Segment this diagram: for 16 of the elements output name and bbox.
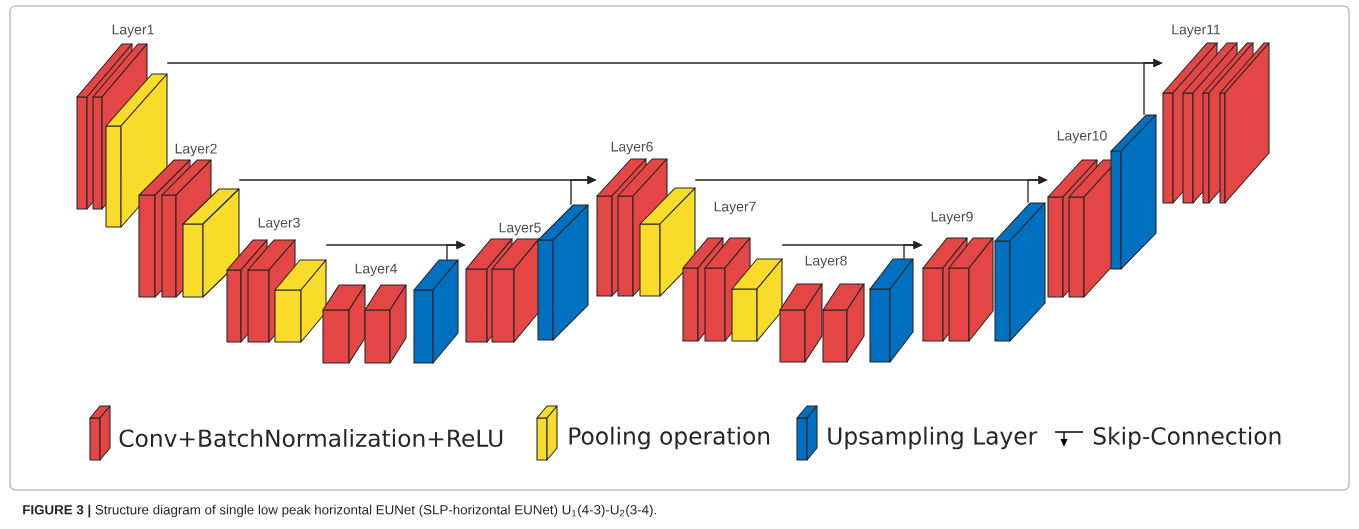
layer-label: Layer8 bbox=[805, 255, 847, 269]
layer-label: Layer4 bbox=[355, 263, 397, 277]
layer-label: Layer5 bbox=[499, 222, 541, 236]
legend-label: Conv+BatchNormalization+ReLU bbox=[119, 428, 503, 448]
legend-label: Upsampling Layer bbox=[828, 426, 1038, 450]
layer-label: Layer9 bbox=[931, 211, 973, 225]
layer-label: Layer6 bbox=[611, 141, 653, 155]
layer-label: Layer2 bbox=[175, 143, 217, 157]
layer-label: Layer10 bbox=[1057, 130, 1107, 144]
legend-label: Skip-Connection bbox=[1093, 426, 1281, 450]
legend-label: Pooling operation bbox=[569, 426, 770, 450]
layer-label: Layer1 bbox=[112, 24, 154, 38]
layer-label: Layer11 bbox=[1172, 24, 1221, 38]
figure-caption: FIGURE 3 | Structure diagram of single low peak horizontal EUNet (SLP-horizontal EUNet) U$_{1}$(4-3)-U$_{2}$(3-4). bbox=[23, 504, 656, 518]
layer-label: Layer7 bbox=[714, 201, 756, 215]
layer-label: Layer3 bbox=[258, 217, 300, 231]
